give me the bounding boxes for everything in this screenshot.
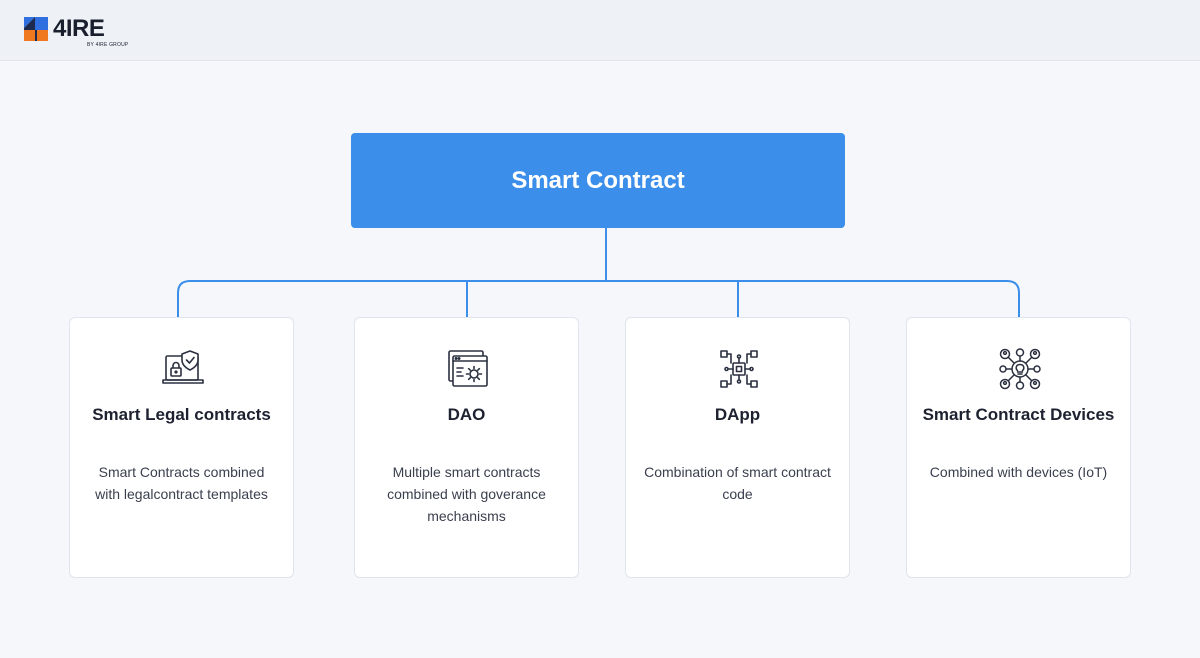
logo-wordmark: 4IRE	[53, 15, 105, 42]
card-smart-legal-contracts: Smart Legal contracts Smart Contracts co…	[69, 317, 294, 578]
card-description: Combination of smart contract code	[644, 464, 831, 502]
connector-left-corner	[177, 280, 191, 317]
laptop-shield-lock-icon	[162, 350, 204, 384]
card-dao: DAO Multiple smart contracts combined wi…	[354, 317, 579, 578]
card-description: Smart Contracts combined with legalcontr…	[95, 464, 268, 502]
root-node-smart-contract: Smart Contract	[351, 133, 845, 228]
card-description: Combined with devices (IoT)	[929, 464, 1108, 480]
card-title: DApp	[714, 405, 761, 424]
card-smart-contract-devices: Smart Contract Devices Combined with dev…	[906, 317, 1131, 578]
header-bar: 4IRE BY 4IRE GROUP	[0, 0, 1200, 61]
window-gear-icon	[448, 350, 488, 387]
card-title: Smart Contract Devices	[922, 405, 1115, 424]
network-users-bulb-icon	[999, 348, 1041, 390]
chip-circuit-icon	[720, 350, 758, 388]
card-title: Smart Legal contracts	[92, 405, 271, 424]
logo-mark-icon	[24, 17, 48, 41]
card-description: Multiple smart contracts combined with g…	[387, 464, 546, 524]
card-dapp: DApp Combination of smart contract code	[625, 317, 850, 578]
card-title: DAO	[447, 405, 486, 424]
connector-right-corner	[1006, 280, 1020, 317]
root-node-title: Smart Contract	[511, 166, 685, 194]
logo-tagline: BY 4IRE GROUP	[87, 42, 129, 48]
